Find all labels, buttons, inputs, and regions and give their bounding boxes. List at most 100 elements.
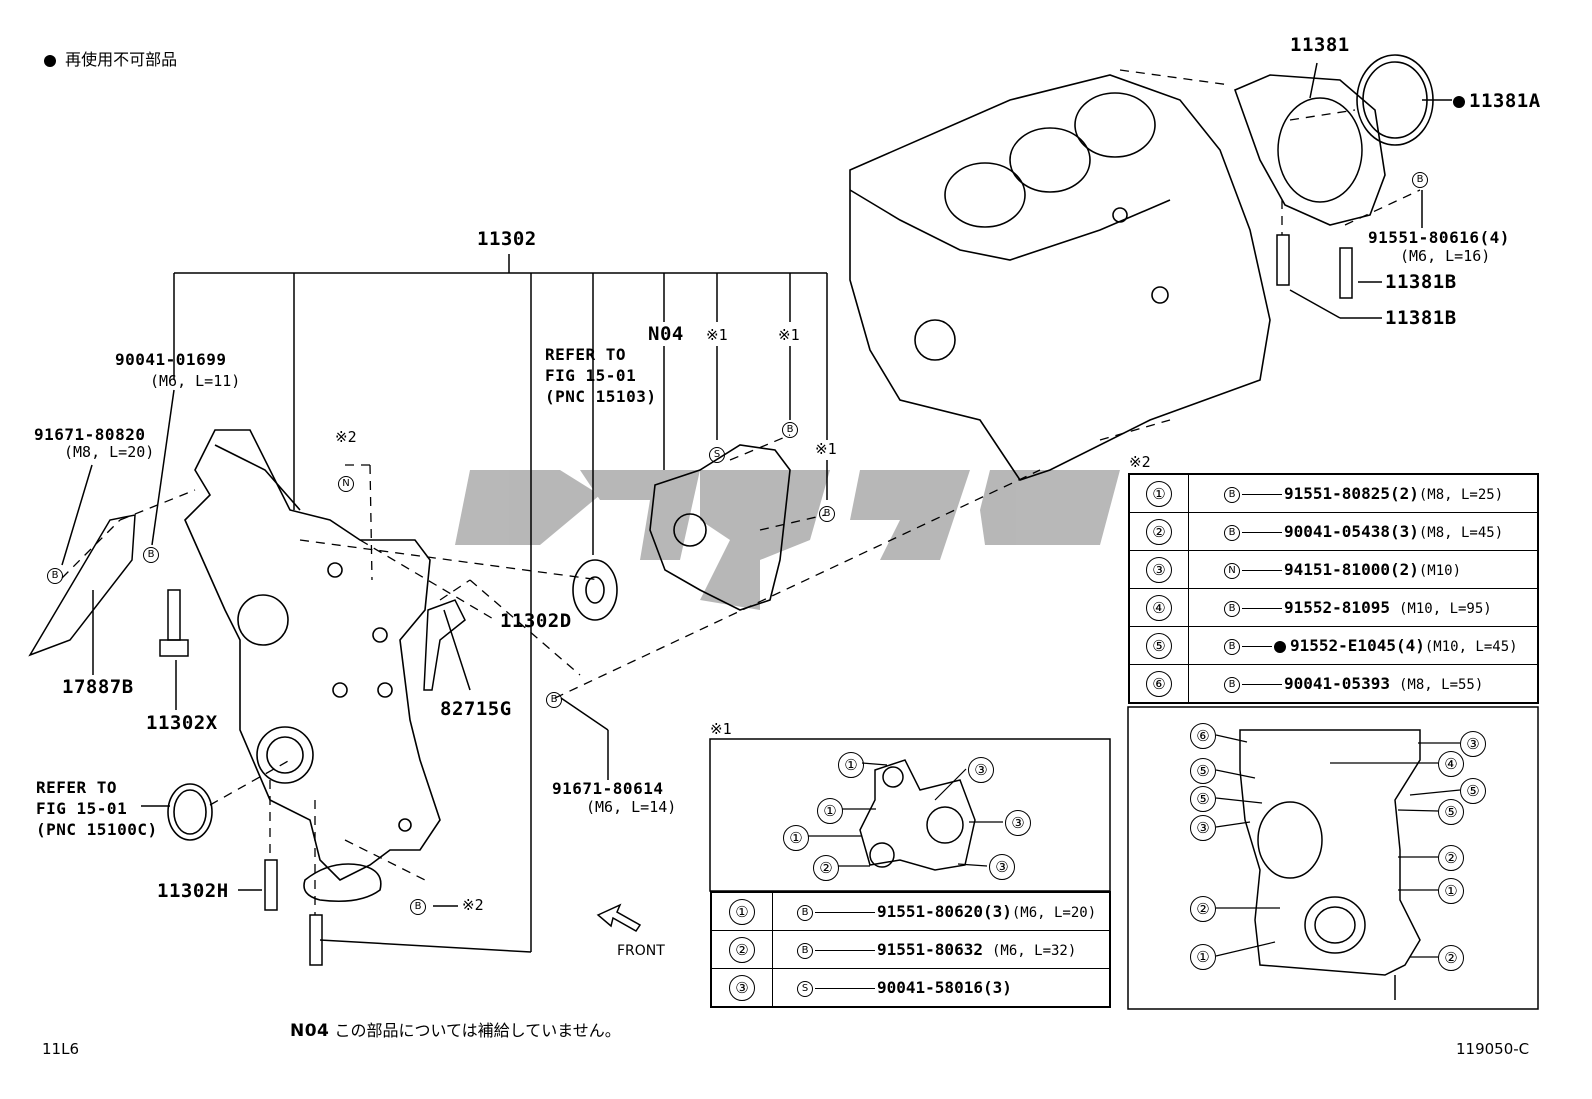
ref2-line1: REFER TO <box>36 778 118 797</box>
footer-note-text: この部品については補給していません。 <box>334 1021 621 1040</box>
timing-cover <box>184 429 441 903</box>
marker-b-5: B <box>546 690 562 708</box>
detail-1-title: ※1 <box>710 720 732 738</box>
detail-1-label: ③ <box>968 757 994 783</box>
callout-11302x: 11302X <box>146 712 218 734</box>
marker-s-1: S <box>709 445 725 463</box>
footer-right-code: 119050-C <box>1456 1040 1530 1058</box>
callout-91671-80614: 91671-80614 <box>552 779 664 798</box>
detail-2-title: ※2 <box>1129 453 1151 471</box>
non-reusable-dot-icon <box>44 54 56 67</box>
bolts <box>159 234 1353 966</box>
callout-91671-80820: 91671-80820 <box>34 425 146 444</box>
callout-11381b-b: 11381B <box>1385 307 1457 329</box>
detail-2-label: ⑥ <box>1190 723 1216 749</box>
star1-b: ※1 <box>778 326 800 344</box>
non-reusable-dot-icon <box>1453 95 1465 108</box>
detail-2-leaders <box>1215 734 1461 958</box>
detail-2-label: ① <box>1438 878 1464 904</box>
detail-1-pump <box>859 759 976 871</box>
detail-2-label: ② <box>1438 845 1464 871</box>
detail-2-label: ① <box>1190 944 1216 970</box>
detail-1-label: ① <box>838 752 864 778</box>
detail-1-label: ③ <box>989 854 1015 880</box>
detail-1-leaders <box>808 762 1003 867</box>
spec-91671-80614: (M6, L=14) <box>586 798 677 816</box>
watermark-logo <box>455 470 1120 610</box>
detail-2-box <box>1127 706 1539 1010</box>
star1-c: ※1 <box>815 440 837 458</box>
legend-label: 再使用不可部品 <box>65 50 178 69</box>
detail-1-box <box>709 738 1111 892</box>
footer-note: N04 この部品については補給していません。 <box>290 1017 621 1041</box>
detail-2-label: ⑤ <box>1190 786 1216 812</box>
marker-n-1: N <box>338 474 354 492</box>
marker-b-3: B <box>782 420 798 438</box>
ref1-line3: (PNC 15103) <box>545 387 657 406</box>
callout-11302h: 11302H <box>157 880 229 902</box>
marker-b-6: B <box>410 897 426 915</box>
marker-b-4: B <box>819 504 835 522</box>
callout-11302: 11302 <box>477 228 537 250</box>
detail-2-label: ③ <box>1460 731 1486 757</box>
marker-b-2: B <box>143 545 159 563</box>
rear-seal-retainer <box>1233 74 1386 226</box>
non-reusable-dot-icon <box>1274 640 1286 653</box>
callout-82715g: 82715G <box>440 698 512 720</box>
callout-11381: 11381 <box>1290 34 1350 56</box>
front-arrow-icon <box>596 903 642 932</box>
callout-11381b-a: 11381B <box>1385 271 1457 293</box>
callout-11302d: 11302D <box>500 610 572 632</box>
gasket-17887b <box>28 514 136 657</box>
detail-1-label: ② <box>813 855 839 881</box>
marker-b-7: B <box>1412 170 1428 188</box>
detail-2-label: ② <box>1438 945 1464 971</box>
detail-2-label: ⑤ <box>1190 758 1216 784</box>
detail-2-label: ⑤ <box>1460 778 1486 804</box>
star2-a: ※2 <box>335 428 357 446</box>
detail-1-label: ① <box>783 825 809 851</box>
callout-91551-80616: 91551-80616(4) <box>1368 228 1510 247</box>
ref2-line3: (PNC 15100C) <box>36 820 158 839</box>
callout-n04: N04 <box>648 323 684 345</box>
marker-b-1: B <box>47 566 63 584</box>
spec-91551-80616: (M6, L=16) <box>1400 247 1491 265</box>
callout-17887b: 17887B <box>62 676 134 698</box>
star1-a: ※1 <box>706 326 728 344</box>
footer-left-code: 11L6 <box>42 1040 79 1058</box>
spec-90041-01699: (M6, L=11) <box>150 372 241 390</box>
cylinder-block <box>849 74 1271 481</box>
footer-note-code: N04 <box>290 1021 330 1041</box>
spec-91671-80820: (M8, L=20) <box>64 443 155 461</box>
detail-1-label: ① <box>817 798 843 824</box>
oil-pump-housing <box>649 444 791 611</box>
detail-2-label: ⑤ <box>1438 799 1464 825</box>
callout-11381a: 11381A <box>1453 90 1541 112</box>
detail-2-label: ③ <box>1190 815 1216 841</box>
legend-non-reusable: 再使用不可部品 <box>44 46 177 70</box>
star2-b: ※2 <box>462 896 484 914</box>
ref1-line2: FIG 15-01 <box>545 366 637 385</box>
bracket-82715g <box>423 599 466 691</box>
detail-1-label: ③ <box>1005 810 1031 836</box>
front-label: FRONT <box>617 943 665 959</box>
ref2-line2: FIG 15-01 <box>36 799 128 818</box>
callout-90041-01699: 90041-01699 <box>115 350 227 369</box>
detail-2-label: ④ <box>1438 751 1464 777</box>
detail-2-cover <box>1239 729 1421 1000</box>
detail-2-label: ② <box>1190 896 1216 922</box>
ref1-line1: REFER TO <box>545 345 627 364</box>
oil-seals <box>167 54 1434 841</box>
